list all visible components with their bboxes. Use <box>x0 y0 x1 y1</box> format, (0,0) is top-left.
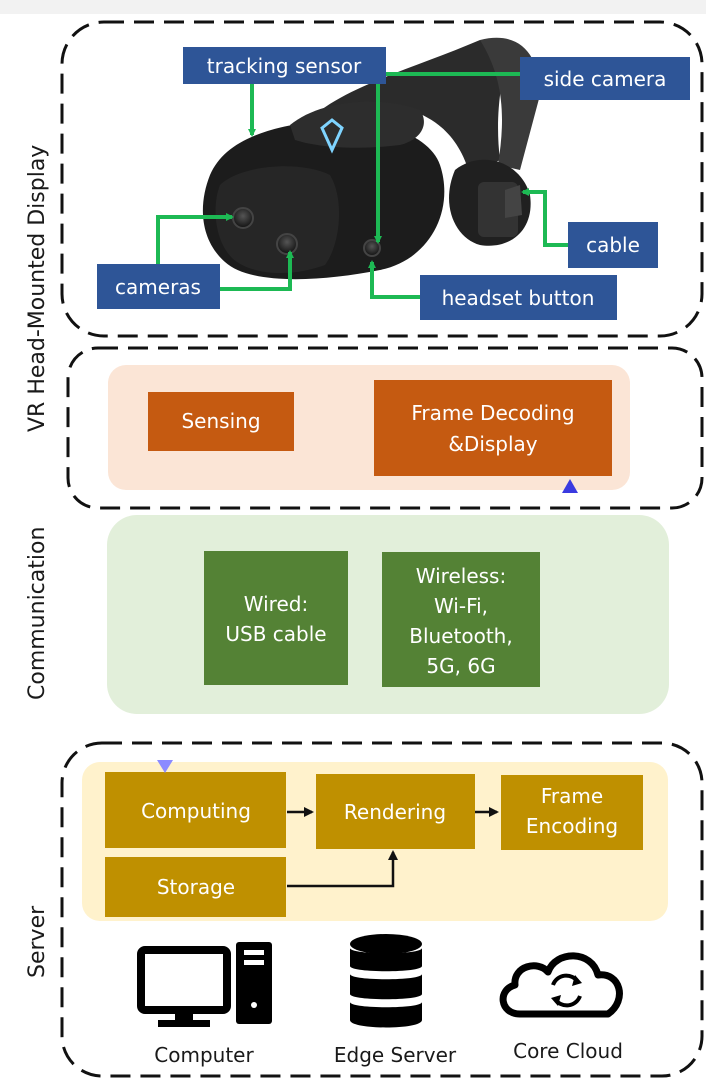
core-cloud-label: Core Cloud <box>513 1039 623 1063</box>
communication-side-label: Communication <box>25 527 50 700</box>
storage-block: Storage <box>105 857 286 917</box>
frame-encoding-block: Frame Encoding <box>501 775 643 850</box>
svg-text:Bluetooth,: Bluetooth, <box>409 624 512 648</box>
hmd-image-region <box>60 20 704 338</box>
svg-text:Frame: Frame <box>541 784 603 808</box>
callout-cameras: cameras <box>97 264 220 309</box>
svg-text:Rendering: Rendering <box>344 800 446 824</box>
server-side-label: Server <box>25 905 50 978</box>
svg-text:cable: cable <box>586 233 640 257</box>
svg-text:Wi-Fi,: Wi-Fi, <box>434 594 488 618</box>
wired-block: Wired: USB cable <box>204 551 348 685</box>
callout-headset-button: headset button <box>420 275 617 320</box>
svg-text:cameras: cameras <box>115 275 201 299</box>
svg-text:&Display: &Display <box>448 432 537 456</box>
cloud-sync-icon <box>499 952 623 1018</box>
vr-headset-image <box>202 37 540 280</box>
svg-text:headset button: headset button <box>442 286 595 310</box>
computer-label: Computer <box>154 1043 254 1067</box>
svg-text:Wired:: Wired: <box>244 592 308 616</box>
svg-text:side camera: side camera <box>544 67 667 91</box>
frame-decoding-display-block: Frame Decoding &Display <box>374 380 612 476</box>
svg-text:5G, 6G: 5G, 6G <box>426 654 495 678</box>
edge-server-icon <box>350 934 422 1028</box>
svg-text:Storage: Storage <box>157 875 235 899</box>
svg-text:Sensing: Sensing <box>181 409 260 433</box>
svg-text:Computing: Computing <box>141 799 251 823</box>
callout-cable: cable <box>568 222 658 268</box>
svg-text:USB cable: USB cable <box>225 622 326 646</box>
computing-block: Computing <box>105 772 286 848</box>
hmd-side-label: VR Head-Mounted Display <box>25 145 50 432</box>
svg-text:Wireless:: Wireless: <box>416 564 506 588</box>
svg-text:Encoding: Encoding <box>526 814 618 838</box>
computer-icon <box>137 942 272 1027</box>
svg-text:Frame Decoding: Frame Decoding <box>411 401 574 425</box>
downlink-arrow <box>562 479 578 773</box>
svg-text:tracking sensor: tracking sensor <box>207 54 362 78</box>
wireless-block: Wireless: Wi-Fi, Bluetooth, 5G, 6G <box>382 552 540 687</box>
edge-server-label: Edge Server <box>334 1043 457 1067</box>
server-flow-arrows <box>287 807 499 888</box>
callout-side-camera: side camera <box>520 57 690 100</box>
server-region <box>60 741 704 1078</box>
callout-tracking-sensor: tracking sensor <box>183 47 386 84</box>
uplink-arrow <box>157 452 173 773</box>
top-strip <box>0 0 706 14</box>
hmd-functions-region <box>66 346 704 510</box>
rendering-block: Rendering <box>316 774 475 849</box>
sensing-block: Sensing <box>148 392 294 451</box>
